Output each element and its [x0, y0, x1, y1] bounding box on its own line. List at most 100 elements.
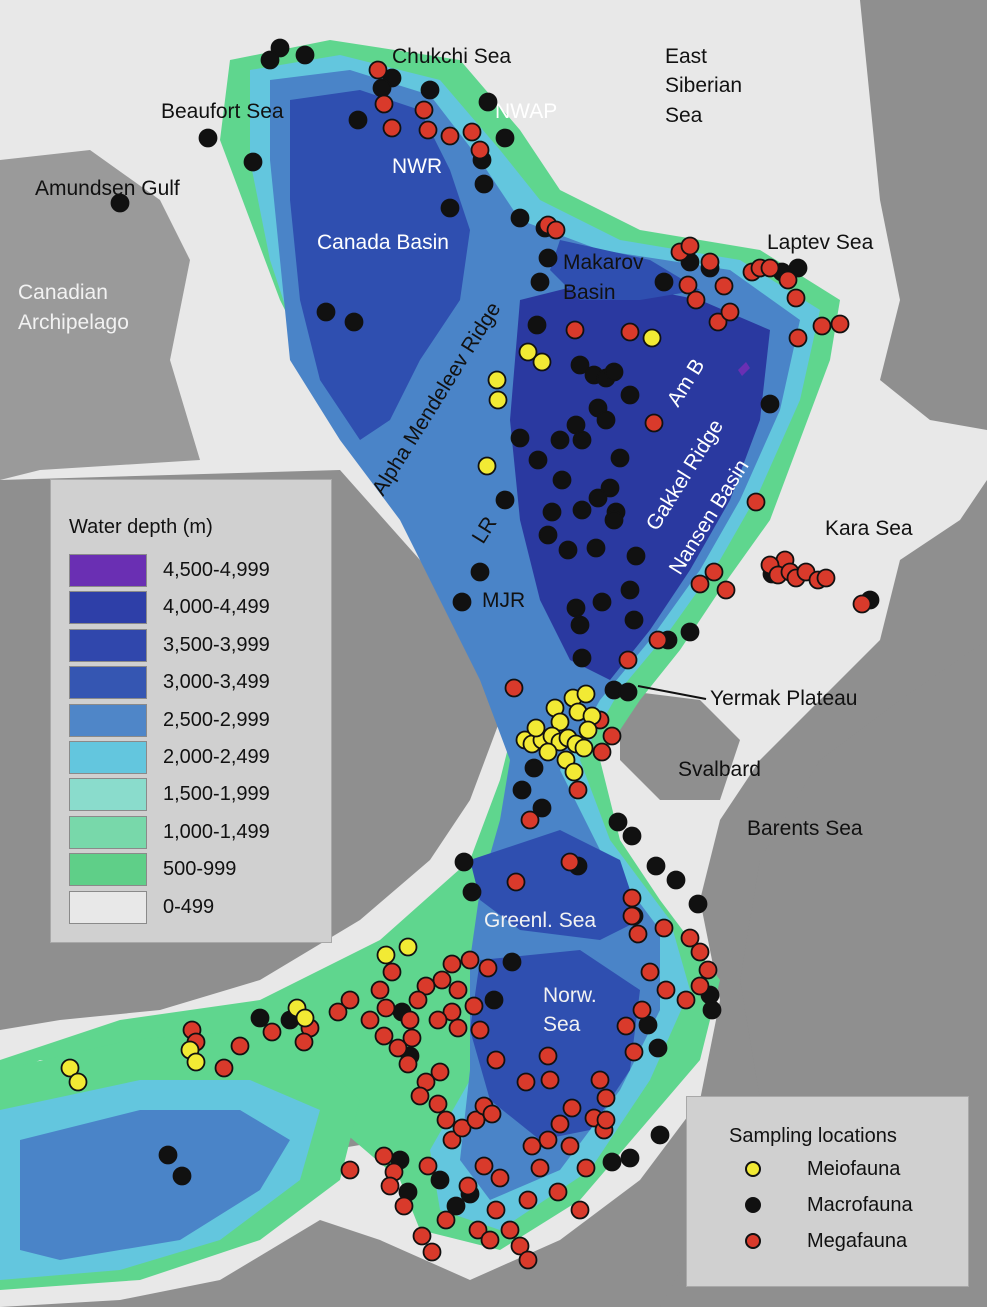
- megafauna-sample-marker: [538, 1130, 558, 1150]
- macrofauna-sample-marker: [620, 385, 640, 405]
- megafauna-sample-marker: [452, 1118, 472, 1138]
- depth-legend-item: 500-999: [69, 852, 236, 887]
- megafauna-sample-marker: [760, 258, 780, 278]
- macrofauna-sample-marker: [626, 546, 646, 566]
- label-chukchi-sea: Chukchi Sea: [392, 45, 511, 68]
- macrofauna-sample-marker: [592, 592, 612, 612]
- megafauna-sample-marker: [680, 928, 700, 948]
- megafauna-sample-marker: [462, 122, 482, 142]
- megafauna-sample-marker: [830, 314, 850, 334]
- megafauna-sample-marker: [398, 1054, 418, 1074]
- depth-legend-label: 2,000-2,499: [163, 746, 270, 768]
- macrofauna-sample-marker: [454, 852, 474, 872]
- label-amundsen-gulf: Amundsen Gulf: [35, 177, 180, 200]
- macrofauna-sample-marker: [510, 208, 530, 228]
- macrofauna-sample-marker: [110, 193, 130, 213]
- megafauna-sample-marker: [414, 100, 434, 120]
- label-nwap: NWAP: [495, 100, 557, 123]
- megafauna-sample-marker: [368, 60, 388, 80]
- megafauna-sample-marker: [436, 1110, 456, 1130]
- megafauna-sample-marker: [778, 270, 798, 290]
- megafauna-sample-marker: [622, 888, 642, 908]
- label-kara-sea: Kara Sea: [825, 517, 913, 540]
- megafauna-sample-marker: [442, 1002, 462, 1022]
- macrofauna-sample-marker: [510, 428, 530, 448]
- depth-swatch: [69, 815, 147, 849]
- macrofauna-sample-marker: [462, 882, 482, 902]
- megafauna-sample-marker: [632, 1000, 652, 1020]
- depth-swatch: [69, 778, 147, 812]
- megafauna-sample-marker: [624, 1042, 644, 1062]
- depth-swatch: [69, 666, 147, 700]
- megafauna-sample-marker: [458, 1176, 478, 1196]
- label-canadian-2: Archipelago: [18, 311, 129, 334]
- megafauna-sample-marker: [504, 678, 524, 698]
- megafauna-sample-marker: [716, 580, 736, 600]
- depth-2500-atlantic: [20, 1110, 290, 1260]
- megafauna-sample-marker: [382, 962, 402, 982]
- megafauna-sample-marker: [648, 630, 668, 650]
- macrofauna-sample-marker: [158, 1145, 178, 1165]
- megafauna-sample-marker: [506, 872, 526, 892]
- megafauna-sample-marker: [640, 962, 660, 982]
- macrofauna-sample-marker: [344, 312, 364, 332]
- macrofauna-sample-marker: [648, 1038, 668, 1058]
- macrofauna-sample-marker: [650, 1125, 670, 1145]
- depth-legend-item: 3,000-3,499: [69, 665, 270, 700]
- macrofauna-sample-marker: [502, 952, 522, 972]
- depth-legend-label: 0-499: [163, 895, 215, 918]
- meiofauna-sample-marker: [295, 1008, 315, 1028]
- megafauna-sample-marker: [440, 126, 460, 146]
- megafauna-sample-marker: [486, 1200, 506, 1220]
- megafauna-sample-marker: [680, 236, 700, 256]
- megafauna-sample-marker: [816, 568, 836, 588]
- megafauna-sample-marker: [704, 562, 724, 582]
- megafauna-sample-marker: [602, 726, 622, 746]
- megafauna-sample-marker: [690, 574, 710, 594]
- megafauna-sample-marker: [470, 1020, 490, 1040]
- megafauna-sample-marker: [328, 1002, 348, 1022]
- depth-abyss-spot: [738, 362, 750, 376]
- macrofauna-sample-marker: [295, 45, 315, 65]
- megafauna-sample-marker: [516, 1072, 536, 1092]
- megafauna-sample-marker: [408, 990, 428, 1010]
- megafauna-sample-marker: [432, 970, 452, 990]
- megafauna-sample-marker: [374, 1026, 394, 1046]
- megafauna-sample-marker: [428, 1094, 448, 1114]
- megafauna-sample-marker: [214, 1058, 234, 1078]
- megafauna-sample-marker: [690, 942, 710, 962]
- macrofauna-sample-marker: [602, 1152, 622, 1172]
- megafauna-sample-marker: [474, 1156, 494, 1176]
- macrofauna-sample-marker: [654, 272, 674, 292]
- megafauna-sample-marker: [510, 1236, 530, 1256]
- sampling-legend-label: Meiofauna: [807, 1157, 901, 1180]
- macrofauna-sample-marker: [688, 894, 708, 914]
- macrofauna-sample-marker: [243, 152, 263, 172]
- megafauna-sample-marker: [628, 924, 648, 944]
- megafauna-sample-marker: [262, 1022, 282, 1042]
- megafauna-sample-marker: [418, 1156, 438, 1176]
- macrofauna-sample-marker: [530, 272, 550, 292]
- meiofauna-sample-marker: [398, 937, 418, 957]
- megafauna-sample-marker: [656, 980, 676, 1000]
- label-canada-basin: Canada Basin: [317, 231, 449, 254]
- megafauna-sample-marker: [382, 118, 402, 138]
- megafauna-sample-marker: [410, 1086, 430, 1106]
- macrofauna-sample-marker: [572, 430, 592, 450]
- depth-deep-canada-basin: [290, 90, 470, 440]
- megafauna-sample-marker: [616, 1016, 636, 1036]
- sampling-points: [60, 38, 880, 1270]
- meiofauna-sample-marker: [477, 456, 497, 476]
- macrofauna-sample-marker: [620, 580, 640, 600]
- yermak-pointer: [637, 685, 707, 700]
- depth-legend-item: 1,500-1,999: [69, 777, 270, 812]
- depth-legend-item: 3,500-3,999: [69, 628, 270, 663]
- macrofauna-sample-marker: [600, 478, 620, 498]
- megafauna-sample-marker: [700, 252, 720, 272]
- macrofauna-sample-marker: [420, 80, 440, 100]
- meiofauna-sample-marker: [532, 352, 552, 372]
- macrofauna-sample-marker: [604, 362, 624, 382]
- meiofauna-sample-marker: [526, 718, 546, 738]
